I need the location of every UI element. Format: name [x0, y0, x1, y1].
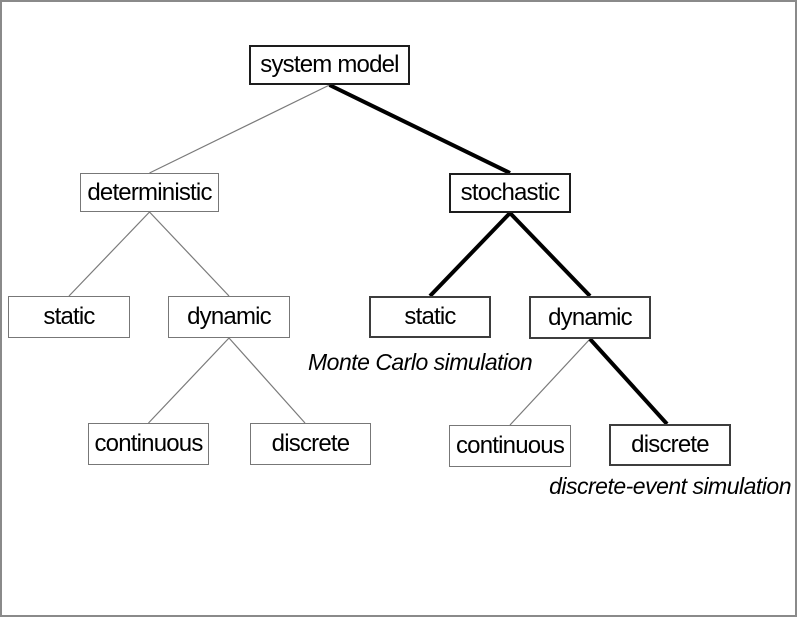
node-stochastic-static: static	[369, 296, 491, 338]
node-deterministic: deterministic	[80, 173, 219, 212]
edge-stochastic-to-sto-static	[428, 211, 512, 298]
annotation-monte-carlo-simulation: Monte Carlo simulation	[308, 349, 533, 375]
node-stochastic-continuous: continuous	[449, 425, 571, 467]
edge-system-model-to-stochastic	[328, 83, 511, 175]
node-stochastic-discrete: discrete	[609, 424, 731, 466]
node-deterministic-discrete: discrete	[250, 423, 371, 465]
edge-det-dynamic-to-det-discrete	[228, 337, 306, 424]
edge-det-dynamic-to-det-continuous	[148, 337, 230, 424]
node-deterministic-continuous: continuous	[88, 423, 209, 465]
edge-deterministic-to-det-dynamic	[149, 211, 230, 297]
edge-sto-dynamic-to-sto-discrete	[588, 337, 669, 426]
node-stochastic-dynamic: dynamic	[529, 296, 651, 339]
node-deterministic-dynamic: dynamic	[168, 296, 290, 338]
node-stochastic: stochastic	[449, 173, 571, 213]
edge-deterministic-to-det-static	[68, 211, 150, 297]
annotation-discrete-event-simulation: discrete-event simulation	[549, 473, 791, 499]
edge-system-model-to-deterministic	[149, 84, 330, 174]
node-system-model: system model	[249, 45, 410, 85]
edge-stochastic-to-sto-dynamic	[508, 211, 592, 298]
node-deterministic-static: static	[8, 296, 130, 338]
